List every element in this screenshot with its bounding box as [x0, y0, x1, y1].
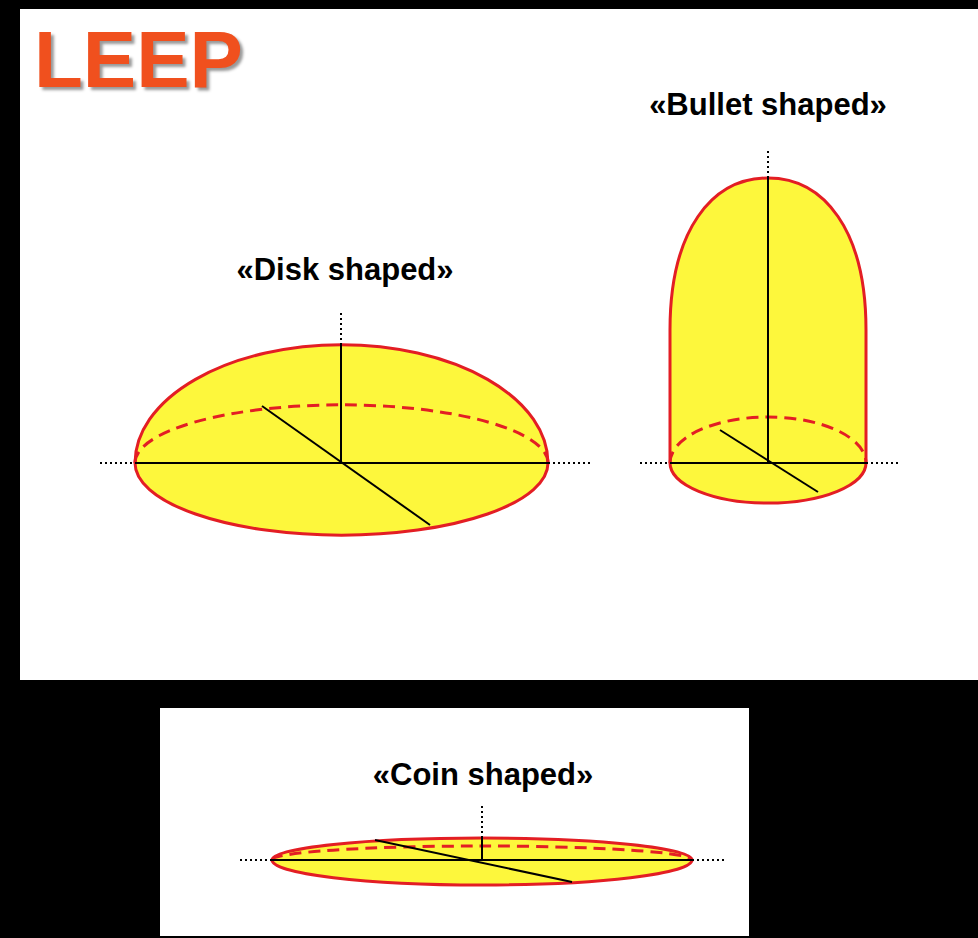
- shape-node: «Disk shaped»: [95, 248, 595, 548]
- axis-extension: [340, 312, 342, 345]
- shape-body: [135, 345, 548, 535]
- shape-outline: [95, 248, 595, 548]
- shape-node: «Coin shaped»: [228, 752, 738, 902]
- axis-line: [340, 345, 342, 463]
- axis-line: [262, 406, 430, 525]
- title: LEEP: [34, 14, 243, 106]
- axis-line: [272, 859, 692, 861]
- white-panel: [160, 708, 749, 936]
- axis-extension: [866, 462, 900, 464]
- axis-extension: [548, 462, 590, 464]
- axis-line: [481, 838, 483, 860]
- axis-line: [720, 430, 818, 492]
- axis-extension: [481, 805, 483, 838]
- shape-outline: [600, 80, 936, 520]
- shape-label: «Coin shaped»: [228, 757, 738, 793]
- shape-label: «Bullet shaped»: [600, 87, 936, 123]
- axis-extension: [767, 148, 769, 178]
- axis-extension: [692, 859, 725, 861]
- shape-node: «Bullet shaped»: [600, 80, 936, 520]
- axis-extension: [240, 859, 272, 861]
- axis-line: [670, 462, 866, 464]
- axis-line: [767, 178, 769, 463]
- axis-line: [375, 840, 572, 882]
- shape-label: «Disk shaped»: [95, 252, 595, 288]
- shape-body: [670, 178, 866, 503]
- axis-extension: [640, 462, 670, 464]
- axis-extension: [100, 462, 135, 464]
- shape-body: [272, 838, 692, 885]
